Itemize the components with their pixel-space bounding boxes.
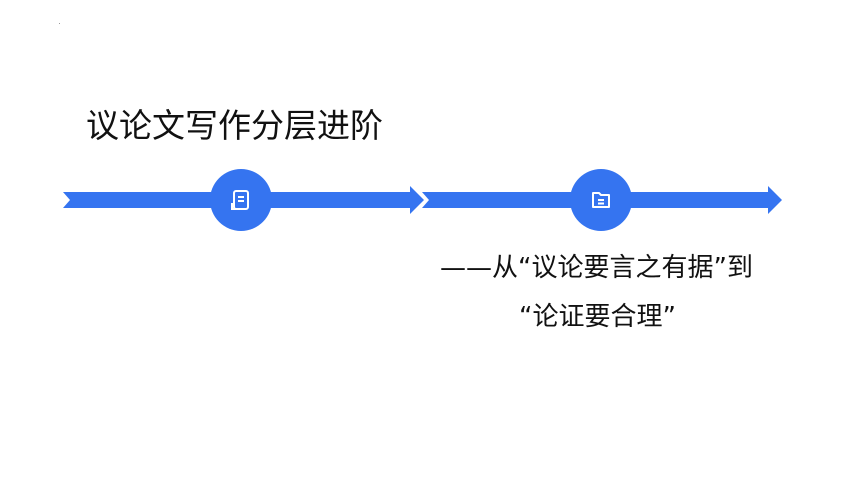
decorative-dot — [59, 23, 60, 24]
folder-icon — [592, 192, 610, 208]
timeline-node-document — [210, 169, 272, 231]
subtitle-line-1: ——从“议论要言之有据”到 — [440, 253, 753, 283]
document-icon — [231, 190, 249, 210]
timeline-node-folder — [570, 169, 632, 231]
subtitle-line-2: “论证要合理” — [519, 302, 676, 332]
slide-title: 议论文写作分层进阶 — [86, 106, 383, 145]
